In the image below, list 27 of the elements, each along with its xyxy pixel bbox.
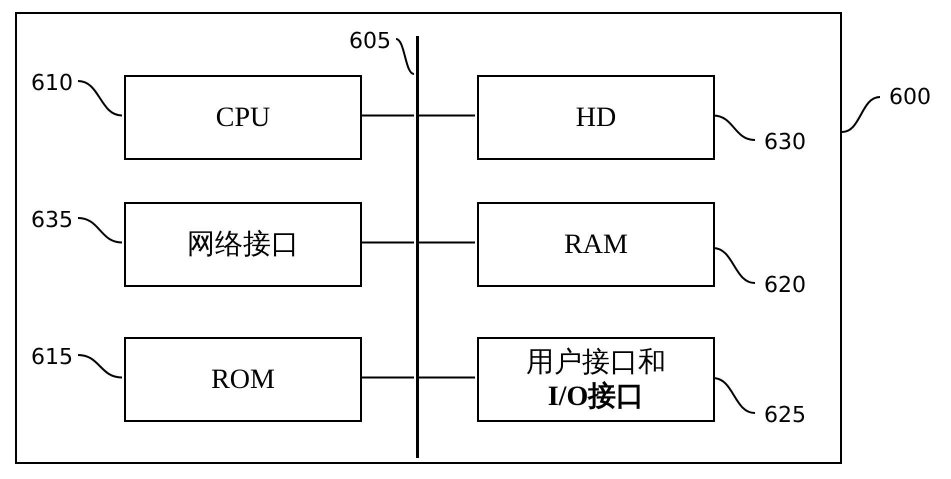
outer-frame xyxy=(15,12,842,464)
component-box: RAM xyxy=(477,202,715,287)
callout-number: 605 xyxy=(342,26,398,56)
component-box: ROM xyxy=(124,337,362,422)
leader-line xyxy=(78,354,122,378)
leader-line xyxy=(396,38,414,75)
leader-line xyxy=(78,80,122,116)
connector-line xyxy=(417,114,475,116)
callout-number: 625 xyxy=(757,400,813,430)
callout-number: 635 xyxy=(24,205,80,235)
connector-line xyxy=(360,242,414,244)
component-box: HD xyxy=(477,75,715,160)
connector-line xyxy=(417,242,475,244)
component-box: 用户接口和I/O接口 xyxy=(477,337,715,422)
connector-line xyxy=(360,376,414,378)
leader-line xyxy=(78,217,122,244)
connector-line xyxy=(417,376,475,378)
callout-number: 620 xyxy=(757,270,813,300)
bus-line xyxy=(416,36,419,458)
callout-number: 615 xyxy=(24,342,80,372)
callout-number: 600 xyxy=(880,82,940,112)
component-box: 网络接口 xyxy=(124,202,362,287)
connector-line xyxy=(360,114,414,116)
callout-number: 610 xyxy=(24,68,80,98)
callout-number: 630 xyxy=(757,127,813,157)
component-box: CPU xyxy=(124,75,362,160)
leader-line xyxy=(842,96,880,133)
